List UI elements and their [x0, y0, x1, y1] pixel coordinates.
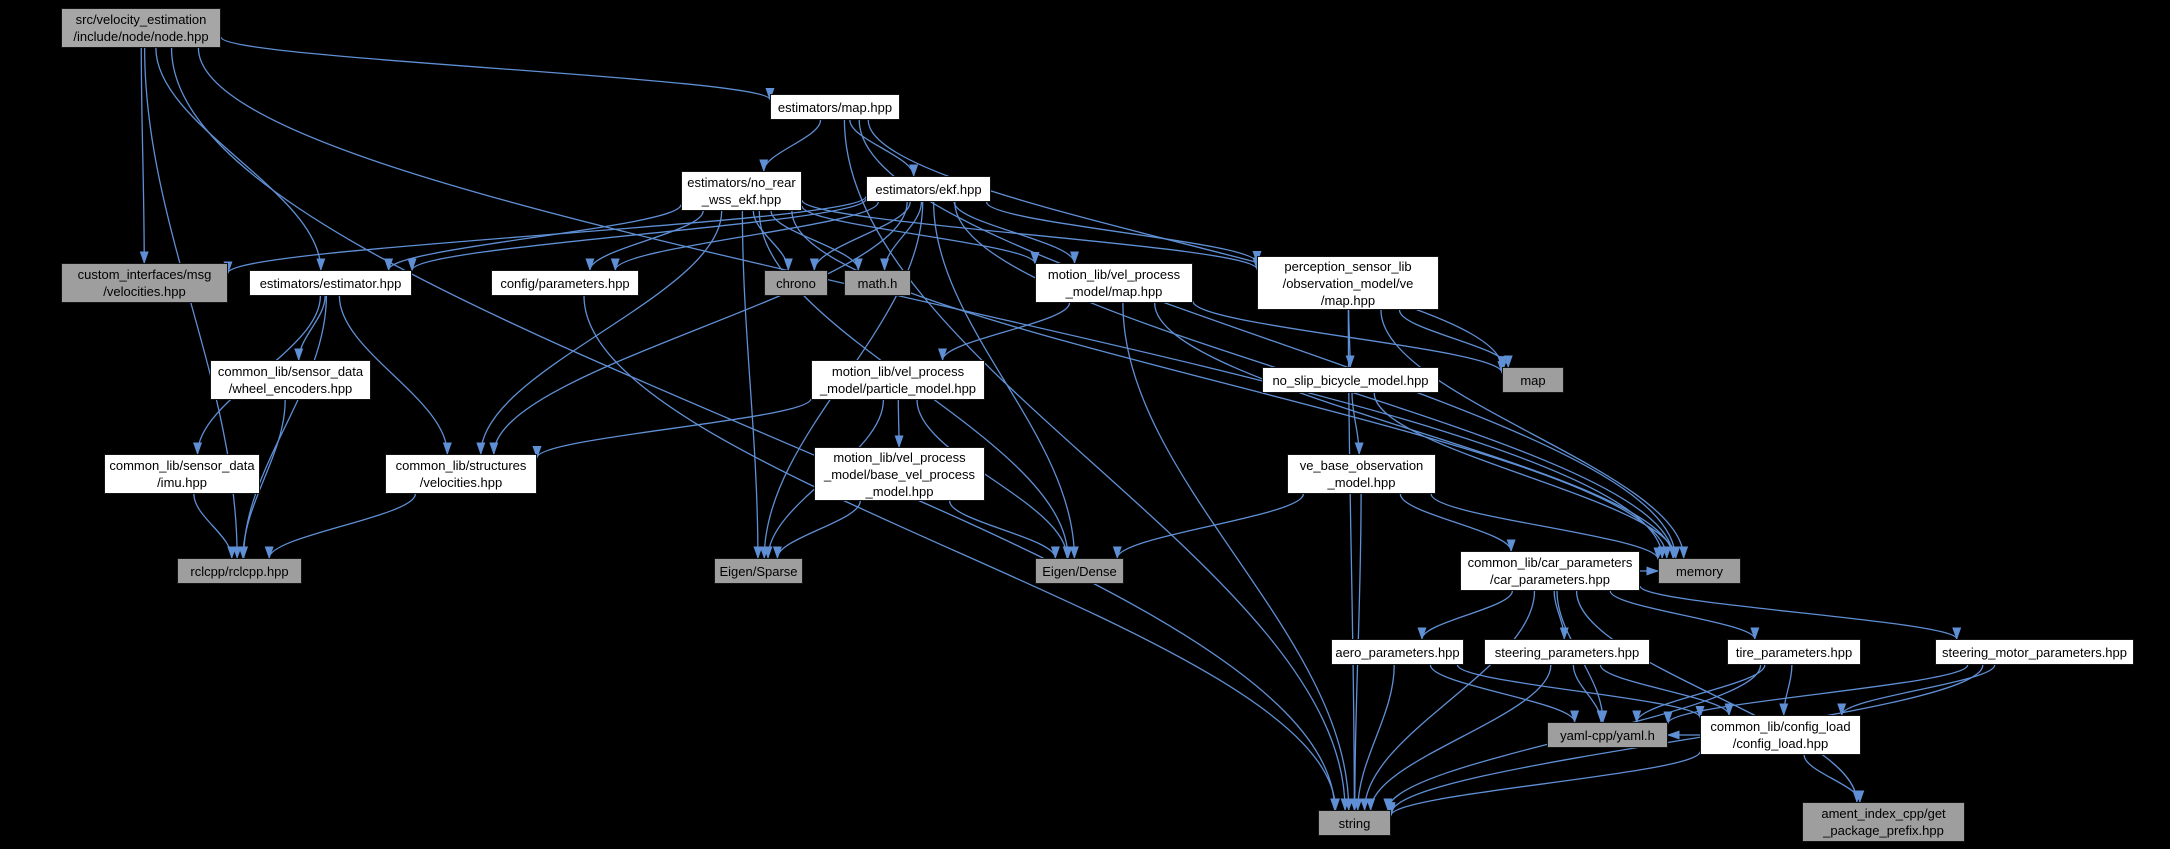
graph-edge-ve_base_obs-memory	[1430, 493, 1663, 561]
graph-node-particle_model[interactable]: motion_lib/vel_process _model/particle_m…	[811, 360, 985, 400]
graph-edge-node_hpp-msg_velocities	[139, 47, 149, 265]
graph-edge-aero-config_load	[1456, 664, 1705, 719]
graph-node-eigen_dense: Eigen/Dense	[1035, 558, 1124, 584]
graph-node-string: string	[1318, 810, 1391, 836]
graph-node-tire[interactable]: tire_parameters.hpp	[1727, 639, 1861, 665]
graph-node-no_rear_wss_ekf[interactable]: estimators/no_rear _wss_ekf.hpp	[681, 171, 802, 211]
graph-edge-config_load-ament	[1803, 754, 1865, 804]
graph-edge-base_vpm-eigen_dense	[948, 500, 1060, 560]
graph-node-aero[interactable]: aero_parameters.hpp	[1331, 639, 1464, 665]
graph-edge-ekf-math_h	[880, 201, 923, 272]
graph-node-msg_velocities: custom_interfaces/msg /velocities.hpp	[61, 263, 228, 303]
graph-node-chrono: chrono	[764, 270, 828, 296]
graph-edge-node_hpp-est_map	[220, 36, 775, 101]
graph-node-rclcpp: rclcpp/rclcpp.hpp	[177, 558, 302, 584]
graph-node-struct_velocities[interactable]: common_lib/structures /velocities.hpp	[385, 454, 537, 494]
graph-edge-estimator-wheel_encoders	[294, 295, 326, 362]
graph-edge-steering_params-string	[1366, 664, 1552, 812]
graph-node-yaml: yaml-cpp/yaml.h	[1547, 722, 1668, 748]
graph-edge-ve_base_obs-eigen_dense	[1112, 493, 1305, 560]
graph-node-map_std: map	[1502, 367, 1564, 393]
graph-edge-car_params-string	[1360, 590, 1536, 812]
graph-edge-steering_params-yaml	[1572, 664, 1606, 724]
graph-edge-aero-string	[1353, 664, 1395, 812]
graph-edge-car_params-ament	[1575, 590, 1862, 804]
graph-node-wheel_encoders[interactable]: common_lib/sensor_data /wheel_encoders.h…	[210, 360, 371, 400]
graph-edge-steering_params-config_load	[1599, 664, 1734, 717]
graph-edge-obs_map-no_slip	[1345, 309, 1355, 369]
graph-edge-base_vpm-eigen_sparse	[772, 500, 861, 560]
graph-edge-vpm_map-map_std	[1192, 301, 1507, 375]
graph-edge-est_map-map_std	[867, 119, 1507, 370]
graph-edge-no_rear_wss_ekf-estimator	[384, 204, 682, 272]
graph-edge-car_params-aero	[1417, 590, 1513, 641]
graph-edge-aero-yaml	[1429, 664, 1580, 724]
graph-edge-ekf-obs_map	[985, 201, 1262, 264]
graph-edge-no_rear_wss_ekf-obs_map	[801, 199, 1262, 271]
graph-edge-obs_map-memory	[1380, 309, 1689, 560]
graph-edge-config_load-string	[1386, 751, 1701, 817]
graph-edge-car_params-steering_motor	[1639, 585, 1962, 641]
graph-edge-ekf-parameters	[610, 201, 879, 272]
graph-edge-steering_motor-config_load	[1837, 664, 1996, 717]
graph-edge-tire-config_load	[1779, 664, 1793, 717]
graph-edge-no_slip-ve_base_obs	[1351, 392, 1364, 456]
graph-edge-vpm_map-memory	[1154, 302, 1678, 560]
graph-node-vpm_map[interactable]: motion_lib/vel_process _model/map.hpp	[1035, 263, 1193, 303]
graph-node-no_slip[interactable]: no_slip_bicycle_model.hpp	[1262, 367, 1439, 393]
graph-edge-no_rear_wss_ekf-parameters	[585, 210, 704, 272]
graph-edge-estimator-rclcpp	[239, 295, 328, 560]
graph-edge-obs_map-map_std	[1398, 309, 1513, 369]
graph-edge-particle_model-base_vpm	[894, 399, 904, 449]
graph-edge-vpm_map-particle_model	[938, 302, 1071, 362]
graph-node-ve_base_obs[interactable]: ve_base_observation _model.hpp	[1287, 454, 1436, 494]
graph-edge-no_rear_wss_ekf-chrono	[752, 210, 793, 272]
graph-edge-particle_model-struct_velocities	[532, 398, 812, 459]
graph-node-math_h: math.h	[844, 270, 911, 296]
graph-edge-no_rear_wss_ekf-math_h	[770, 210, 863, 272]
graph-edge-ve_base_obs-car_params	[1399, 493, 1516, 553]
graph-edge-ekf-vpm_map	[953, 201, 1080, 265]
graph-node-steering_motor[interactable]: steering_motor_parameters.hpp	[1935, 639, 2134, 665]
graph-node-parameters[interactable]: config/parameters.hpp	[491, 270, 639, 296]
graph-edge-ekf-struct_velocities	[489, 201, 908, 456]
graph-edge-est_map-no_rear_wss_ekf	[759, 119, 822, 173]
graph-edge-car_params-tire	[1609, 590, 1760, 641]
graph-edge-steering_motor-string	[1386, 664, 1984, 816]
graph-node-eigen_sparse: Eigen/Sparse	[714, 558, 803, 584]
graph-edge-struct_velocities-rclcpp	[264, 493, 416, 560]
graph-node-base_vpm[interactable]: motion_lib/vel_process _model/base_vel_p…	[814, 447, 985, 501]
graph-edge-tire-yaml	[1632, 664, 1766, 724]
graph-edge-node_hpp-string	[170, 47, 1340, 812]
graph-edge-node_hpp-estimator	[155, 47, 326, 272]
graph-node-ament: ament_index_cpp/get _package_prefix.hpp	[1802, 802, 1965, 842]
graph-node-memory: memory	[1658, 558, 1741, 584]
graph-node-config_load[interactable]: common_lib/config_load /config_load.hpp	[1700, 715, 1861, 755]
graph-node-steering_params[interactable]: steering_parameters.hpp	[1484, 639, 1650, 665]
graph-edge-no_rear_wss_ekf-vpm_map	[801, 205, 1040, 265]
graph-node-ekf[interactable]: estimators/ekf.hpp	[866, 176, 991, 202]
graph-edge-car_params-steering_params	[1553, 590, 1569, 641]
graph-edge-no_rear_wss_ekf-struct_velocities	[476, 210, 723, 456]
graph-edge-ekf-chrono	[809, 201, 911, 272]
graph-edge-imu-rclcpp	[193, 493, 237, 560]
graph-node-car_params[interactable]: common_lib/car_parameters /car_parameter…	[1460, 551, 1640, 591]
graph-edge-no_rear_wss_ekf-eigen_sparse	[741, 210, 763, 560]
graph-node-estimator[interactable]: estimators/estimator.hpp	[249, 270, 412, 296]
graph-node-node_hpp: src/velocity_estimation /include/node/no…	[61, 8, 221, 48]
graph-edge-est_map-ekf	[849, 119, 919, 178]
graph-node-obs_map[interactable]: perception_sensor_lib /observation_model…	[1257, 256, 1439, 310]
graph-node-est_map[interactable]: estimators/map.hpp	[770, 94, 900, 120]
graph-node-imu[interactable]: common_lib/sensor_data /imu.hpp	[104, 454, 260, 494]
